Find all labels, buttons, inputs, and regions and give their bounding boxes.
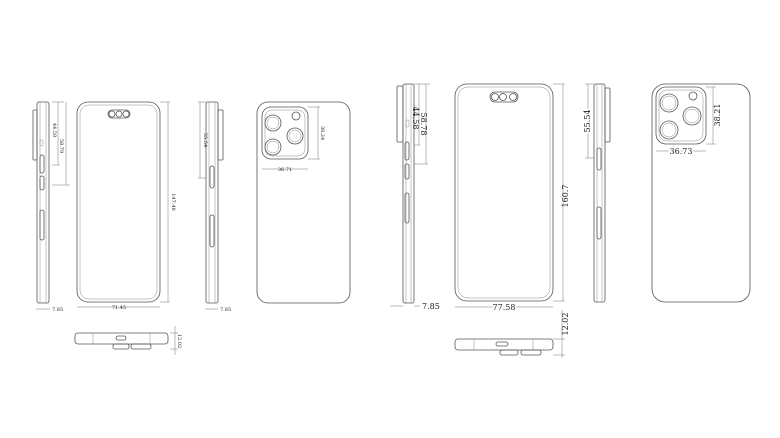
left-model: 44.59 58.79 7.85 147.46 71.45 55.54 xyxy=(32,101,351,355)
dim-side-camera-b: 58.78 xyxy=(419,113,428,136)
dim-thickness-1: 7.85 xyxy=(52,307,63,313)
dim-camera-height: 38.24 xyxy=(319,126,325,140)
left-bottom-view: 12.02 xyxy=(74,326,182,355)
left-side-view-1: 44.59 58.79 7.85 xyxy=(32,101,70,313)
dim-button-offset: 55.54 xyxy=(202,133,208,147)
dim-button-offset: 55.54 xyxy=(583,110,592,133)
dim-side-camera-b: 58.79 xyxy=(58,139,64,153)
dim-side-camera-a: 44.58 xyxy=(411,107,420,130)
left-side-view-2: 55.54 7.85 xyxy=(198,101,231,313)
right-side-view-1: 44.58 58.78 7.85 xyxy=(390,83,440,311)
right-model: 44.58 58.78 7.85 160.7 77.58 55.54 xyxy=(390,83,751,358)
dim-camera-width: 36.71 xyxy=(278,167,292,173)
left-front-view: 147.46 71.45 xyxy=(76,101,176,311)
dim-width: 77.58 xyxy=(493,303,516,312)
dim-bottom-thickness: 12.02 xyxy=(176,334,182,348)
dim-thickness-2: 7.85 xyxy=(220,307,231,313)
dim-camera-width: 36.73 xyxy=(670,147,693,156)
right-front-view: 160.7 77.58 xyxy=(454,83,570,314)
right-bottom-view: 12.02 xyxy=(454,310,570,358)
dim-bottom-thickness: 12.02 xyxy=(561,313,570,336)
dim-height: 147.46 xyxy=(170,193,176,211)
left-back-view: 38.24 36.71 xyxy=(256,101,351,304)
dim-camera-height: 38.21 xyxy=(713,104,722,127)
right-back-view: 38.21 36.73 xyxy=(651,83,751,303)
dim-thickness-1: 7.85 xyxy=(422,302,440,311)
right-side-view-2: 55.54 xyxy=(582,83,611,303)
dim-height: 160.7 xyxy=(561,185,570,208)
dim-side-camera-a: 44.59 xyxy=(51,123,57,137)
dim-width: 71.45 xyxy=(112,305,126,311)
